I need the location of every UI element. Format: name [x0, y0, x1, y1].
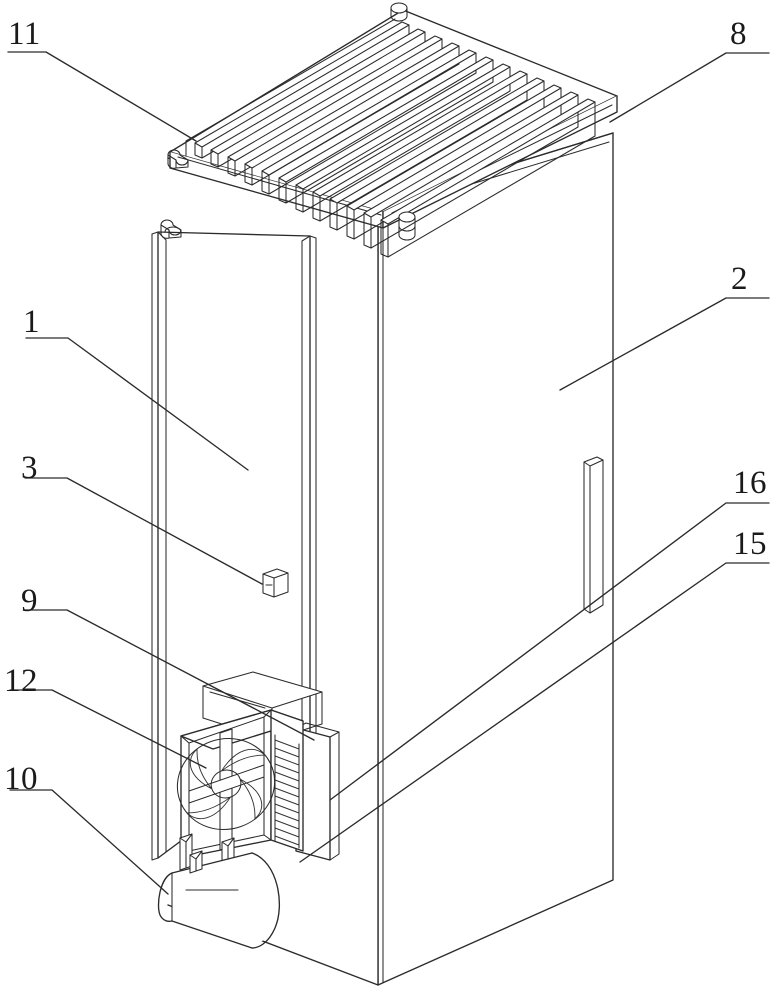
motor-terminal-box [189, 850, 203, 874]
ref-label-9: 9 [21, 583, 38, 619]
cylindrical-motor-housing [157, 850, 281, 949]
ref-label-3: 3 [21, 450, 38, 486]
leader-10 [9, 789, 169, 895]
leader-15 [299, 562, 770, 863]
door-hinge-lower [167, 149, 189, 169]
leader-3 [24, 477, 263, 585]
fan-housing [180, 709, 304, 859]
fan-bracket-side [329, 731, 340, 861]
door-latch-lock[interactable] [262, 568, 289, 598]
heat-sink-boss-top-right [390, 2, 408, 22]
leader-2 [559, 297, 770, 391]
door-corner-tr [301, 235, 311, 242]
heat-sink-boss-rear [398, 211, 416, 241]
louver-slats [274, 734, 300, 849]
motor-left-cap [157, 872, 173, 923]
fan-blade-assembly [176, 738, 276, 830]
fan-grille [188, 728, 265, 851]
motor-bottom-edge [171, 920, 253, 949]
door-left-thickness [151, 233, 159, 861]
ref-label-10: 10 [4, 761, 38, 797]
leader-lines [7, 51, 770, 895]
ref-label-12: 12 [4, 663, 38, 699]
door-left-thickness-top [151, 231, 159, 235]
leader-1 [25, 337, 249, 471]
door-handle[interactable] [583, 456, 604, 614]
motor-right-cap [251, 852, 281, 949]
fan-frame-inner-top [188, 716, 265, 744]
fan-blade-circle [176, 738, 276, 830]
leader-11 [7, 51, 197, 142]
ref-label-16: 16 [733, 465, 767, 501]
door-hinge-upper [160, 219, 182, 239]
ref-label-8: 8 [730, 16, 747, 52]
ref-label-11: 11 [8, 16, 41, 52]
ref-label-15: 15 [733, 526, 767, 562]
heat-sink-fin-array [185, 18, 596, 258]
door-right-stile-top [309, 235, 317, 239]
leader-9 [24, 609, 315, 741]
leader-8 [609, 52, 770, 123]
leader-12 [9, 689, 207, 769]
louver-vent-panel [270, 709, 304, 852]
ref-label-2: 2 [731, 261, 748, 297]
motor-top-edge [171, 852, 253, 874]
leader-16 [329, 502, 770, 801]
grille-bar-horizontal [188, 764, 265, 804]
ref-label-1: 1 [23, 304, 40, 340]
